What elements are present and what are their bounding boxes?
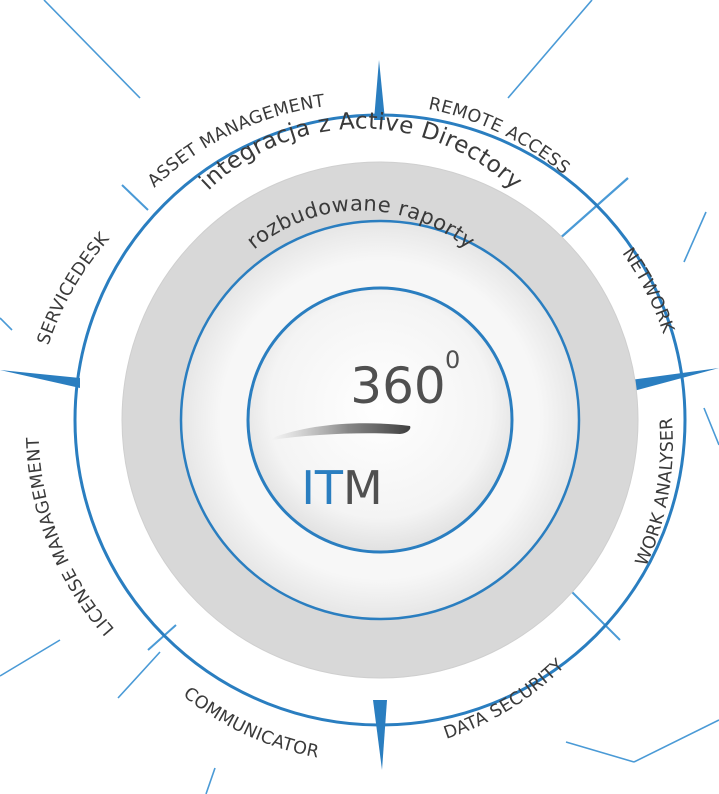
module-servicedesk[interactable]: SERVICEDESK (34, 229, 114, 348)
module-network[interactable]: NETWORK (618, 244, 678, 336)
swoosh-stroke (272, 423, 411, 440)
spoke-left (0, 370, 80, 388)
spoke-upper-right (557, 177, 629, 241)
spoke-right (630, 368, 719, 392)
itm-logo-prefix: IT (301, 461, 344, 515)
degree-mark: 0 (445, 346, 460, 374)
center-disc (246, 286, 514, 554)
center-logo: 360 0 ITM (272, 346, 460, 515)
module-data-security[interactable]: DATA SECURITY (441, 655, 568, 743)
module-license-management[interactable]: LICENSE MANAGEMENT (24, 437, 119, 639)
spoke-top (374, 60, 385, 120)
spoke-upper-left (121, 184, 149, 211)
spoke-bottom (373, 700, 387, 770)
spoke-lower-right (569, 589, 621, 641)
spoke-lower-left (147, 624, 177, 651)
degrees-text: 360 (350, 357, 445, 415)
outer-ring (73, 113, 687, 727)
itm-logo-suffix: M (343, 461, 383, 515)
itm-logo: ITM (301, 461, 382, 515)
module-work-analyser[interactable]: WORK ANALYSER (632, 417, 678, 569)
radial-spokes (0, 60, 719, 770)
